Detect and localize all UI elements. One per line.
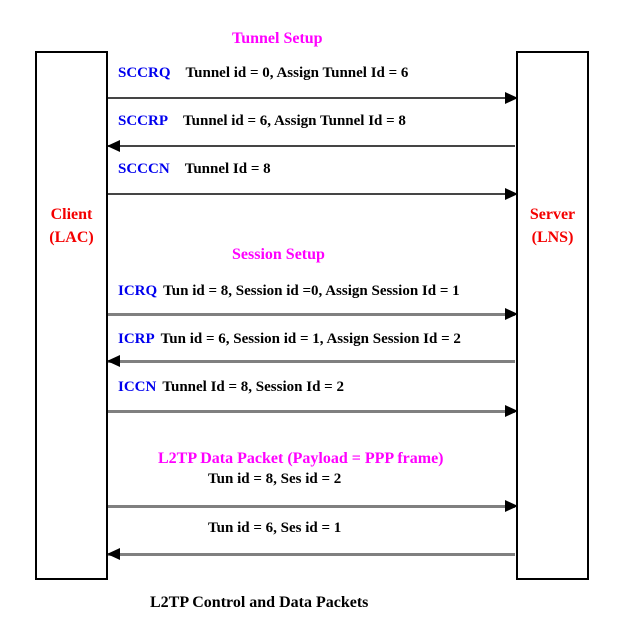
data-packet-reverse-label: Tun id = 6, Ses id = 1: [208, 520, 342, 536]
arrow-iccn: [108, 404, 518, 418]
message-sccrp: SCCRP Tunnel id = 6, Assign Tunnel Id = 8: [118, 112, 406, 131]
client-name: Client: [50, 206, 93, 223]
arrow-shaft: [108, 360, 515, 363]
message-text: Tunnel id = 6, Assign Tunnel Id = 8: [183, 113, 406, 129]
arrow-shaft: [108, 313, 515, 316]
server-role: (LNS): [531, 229, 574, 246]
arrow-shaft: [108, 553, 515, 556]
arrowhead-right-icon: [505, 500, 518, 512]
client-label: Client (LAC): [37, 203, 106, 249]
arrowhead-right-icon: [505, 188, 518, 200]
message-text: Tun id = 8, Session id =0, Assign Sessio…: [163, 283, 460, 299]
arrow-data-reverse: [107, 547, 517, 561]
arrow-shaft: [108, 145, 515, 147]
arrow-icrp: [107, 354, 517, 368]
message-text: Tunnel id = 0, Assign Tunnel Id = 6: [185, 65, 409, 81]
tunnel-setup-title: Tunnel Setup: [232, 30, 323, 47]
message-keyword: SCCRQ: [118, 65, 171, 81]
arrowhead-right-icon: [505, 405, 518, 417]
message-iccn: ICCN Tunnel Id = 8, Session Id = 2: [118, 378, 344, 397]
client-role: (LAC): [49, 229, 94, 246]
arrow-data-forward: [108, 499, 518, 513]
server-label: Server (LNS): [518, 203, 587, 249]
arrow-icrq: [108, 307, 518, 321]
message-text: Tunnel Id = 8, Session Id = 2: [162, 379, 344, 395]
message-keyword: SCCCN: [118, 161, 170, 177]
arrow-shaft: [108, 410, 515, 413]
arrow-scccn: [108, 187, 518, 201]
arrowhead-left-icon: [107, 140, 120, 152]
message-icrp: ICRP Tun id = 6, Session id = 1, Assign S…: [118, 330, 461, 349]
arrowhead-left-icon: [107, 548, 120, 560]
data-packet-forward-label: Tun id = 8, Ses id = 2: [208, 471, 342, 487]
message-sccrq: SCCRQ Tunnel id = 0, Assign Tunnel Id = 6: [118, 64, 408, 83]
session-setup-title: Session Setup: [232, 246, 325, 263]
arrow-sccrp: [107, 139, 517, 153]
arrow-shaft: [108, 505, 515, 508]
client-node: Client (LAC): [35, 51, 108, 580]
arrowhead-right-icon: [505, 308, 518, 320]
diagram-caption: L2TP Control and Data Packets: [150, 594, 369, 611]
message-keyword: ICRP: [118, 331, 155, 347]
server-name: Server: [529, 206, 576, 223]
arrowhead-left-icon: [107, 355, 120, 367]
message-keyword: SCCRP: [118, 113, 169, 129]
data-packet-title: L2TP Data Packet (Payload = PPP frame): [158, 450, 444, 467]
message-text: Tun id = 6, Session id = 1, Assign Sessi…: [160, 331, 461, 347]
message-text: Tunnel Id = 8: [184, 161, 271, 177]
server-node: Server (LNS): [516, 51, 589, 580]
arrow-sccrq: [108, 91, 518, 105]
message-keyword: ICCN: [118, 379, 157, 395]
arrowhead-right-icon: [505, 92, 518, 104]
message-keyword: ICRQ: [118, 283, 158, 299]
message-scccn: SCCCN Tunnel Id = 8: [118, 160, 271, 179]
arrow-shaft: [108, 193, 515, 195]
message-icrq: ICRQ Tun id = 8, Session id =0, Assign Se…: [118, 282, 460, 301]
arrow-shaft: [108, 97, 515, 99]
